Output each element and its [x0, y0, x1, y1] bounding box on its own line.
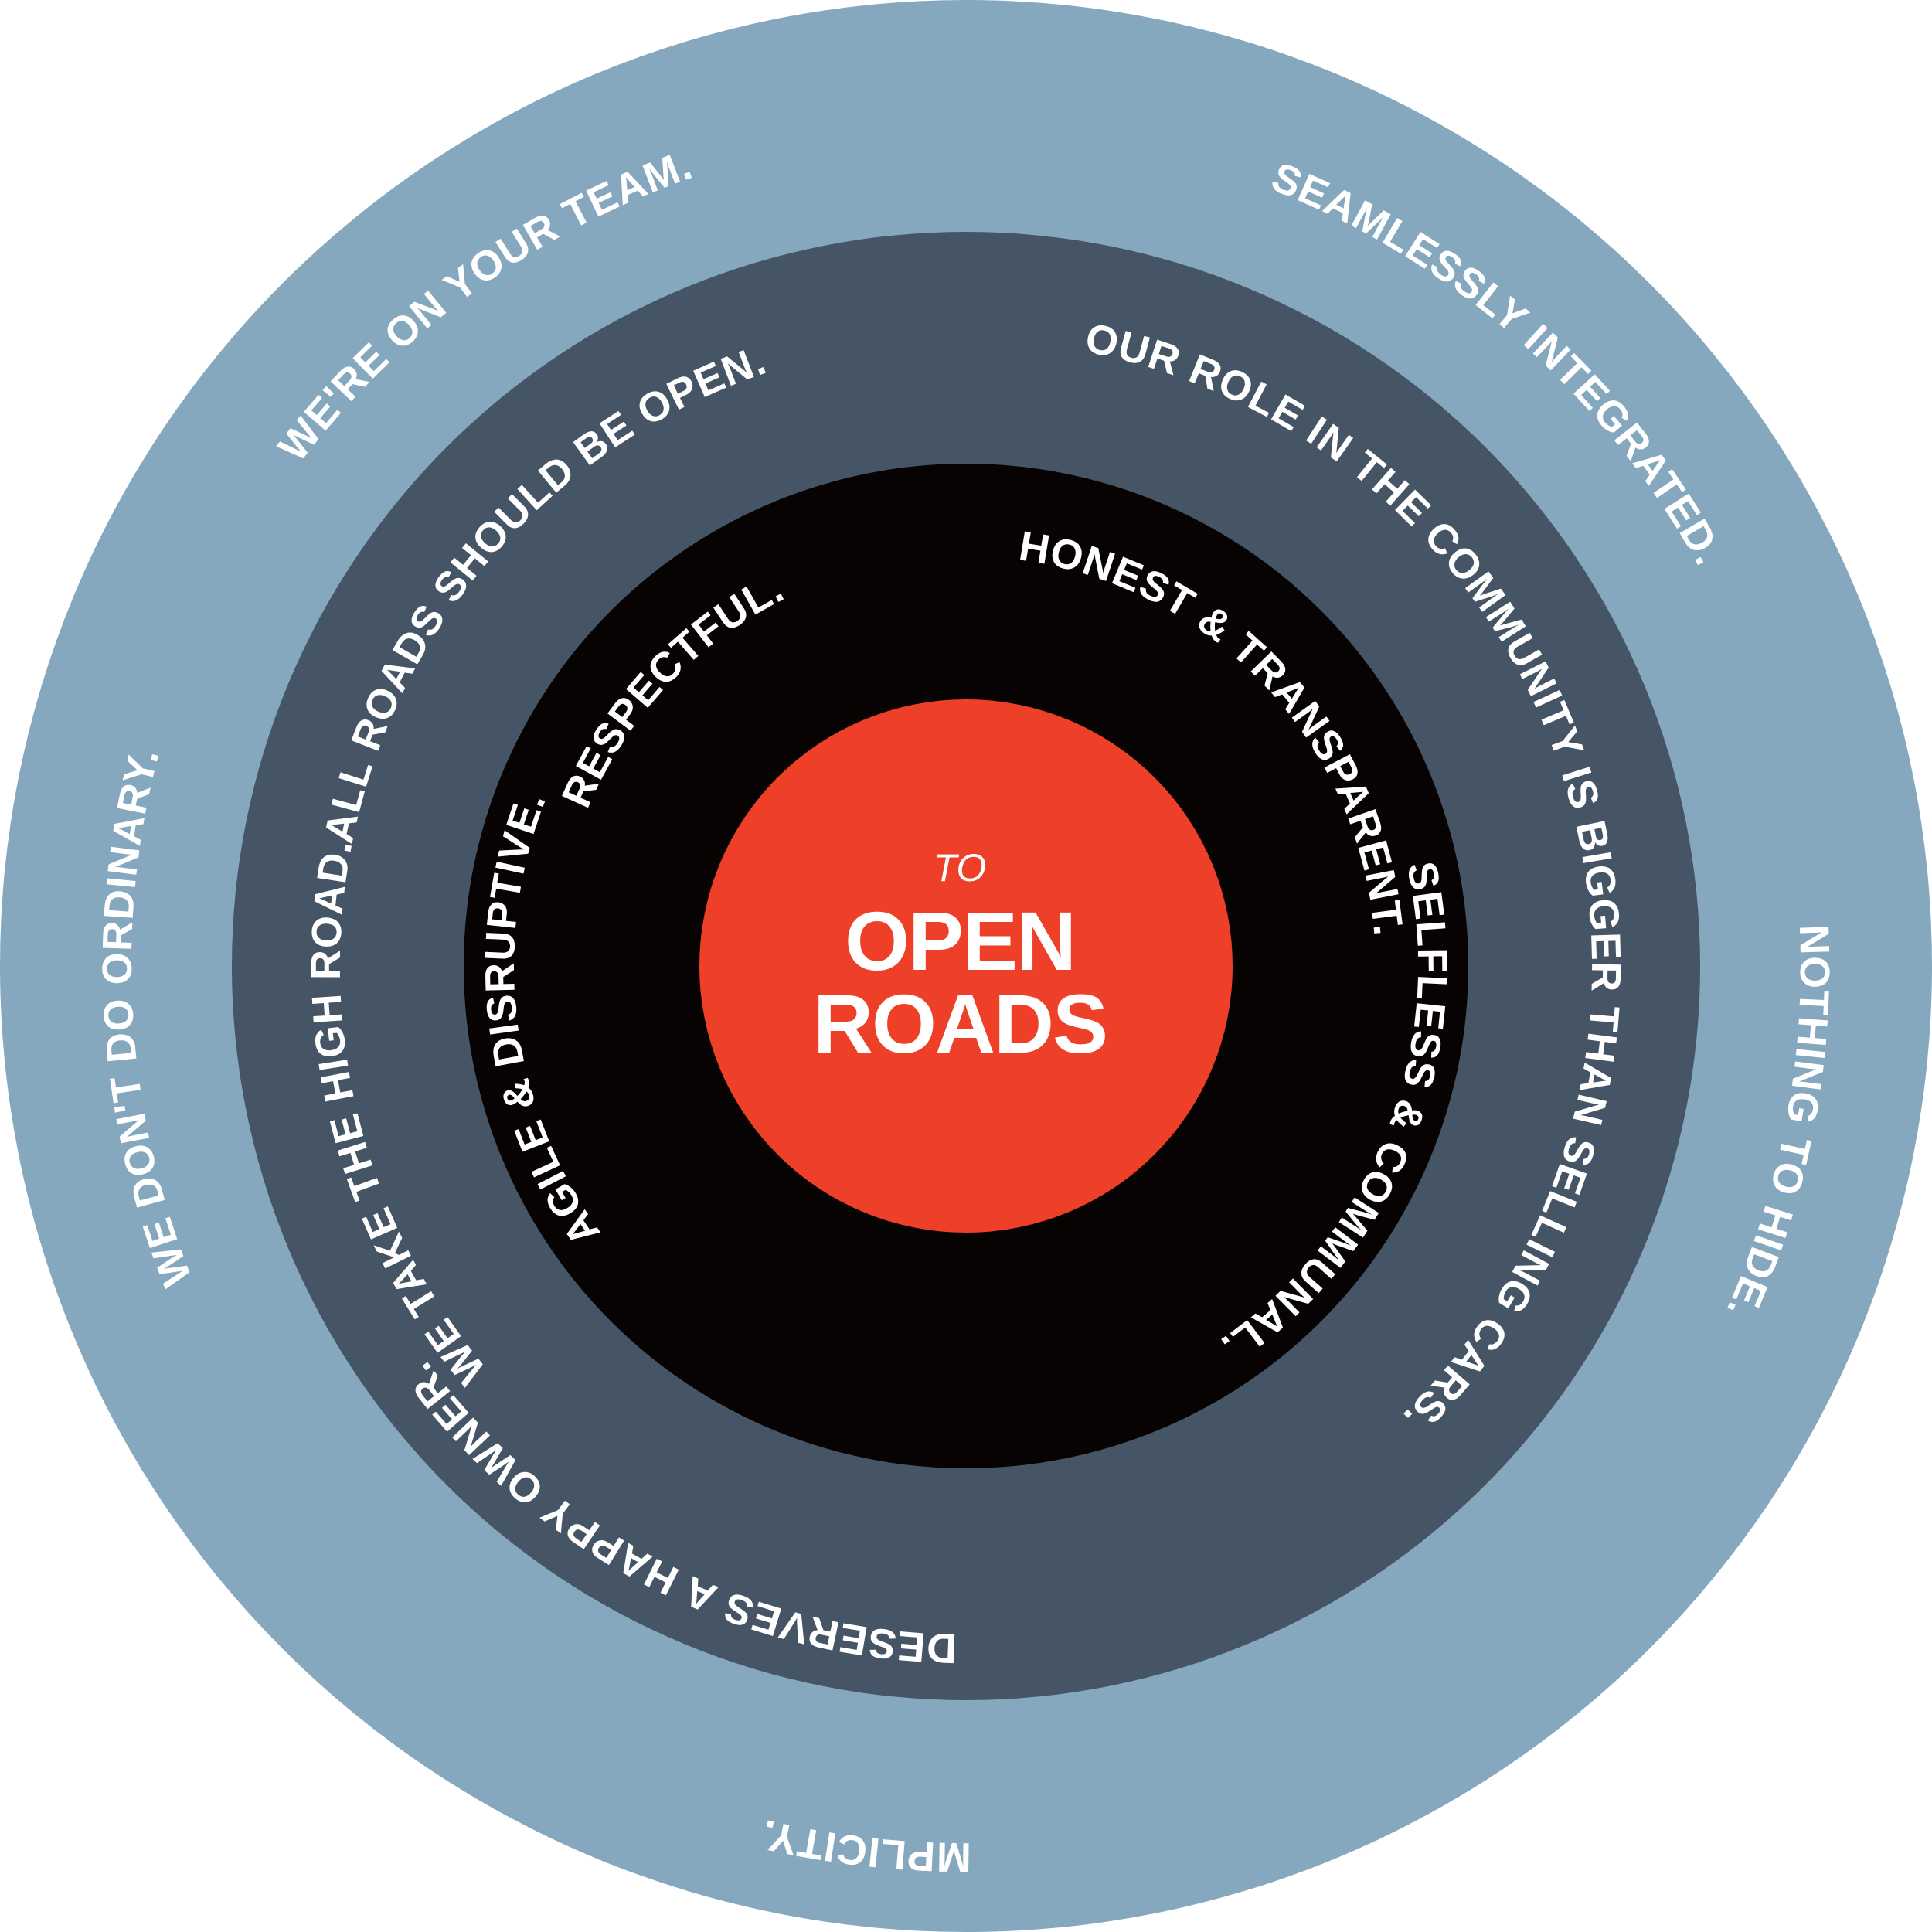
center-to: TO: [934, 846, 987, 889]
center-roads: ROADS: [813, 977, 1107, 1070]
core-circle: [699, 699, 1233, 1233]
center-open: OPEN: [845, 894, 1075, 988]
